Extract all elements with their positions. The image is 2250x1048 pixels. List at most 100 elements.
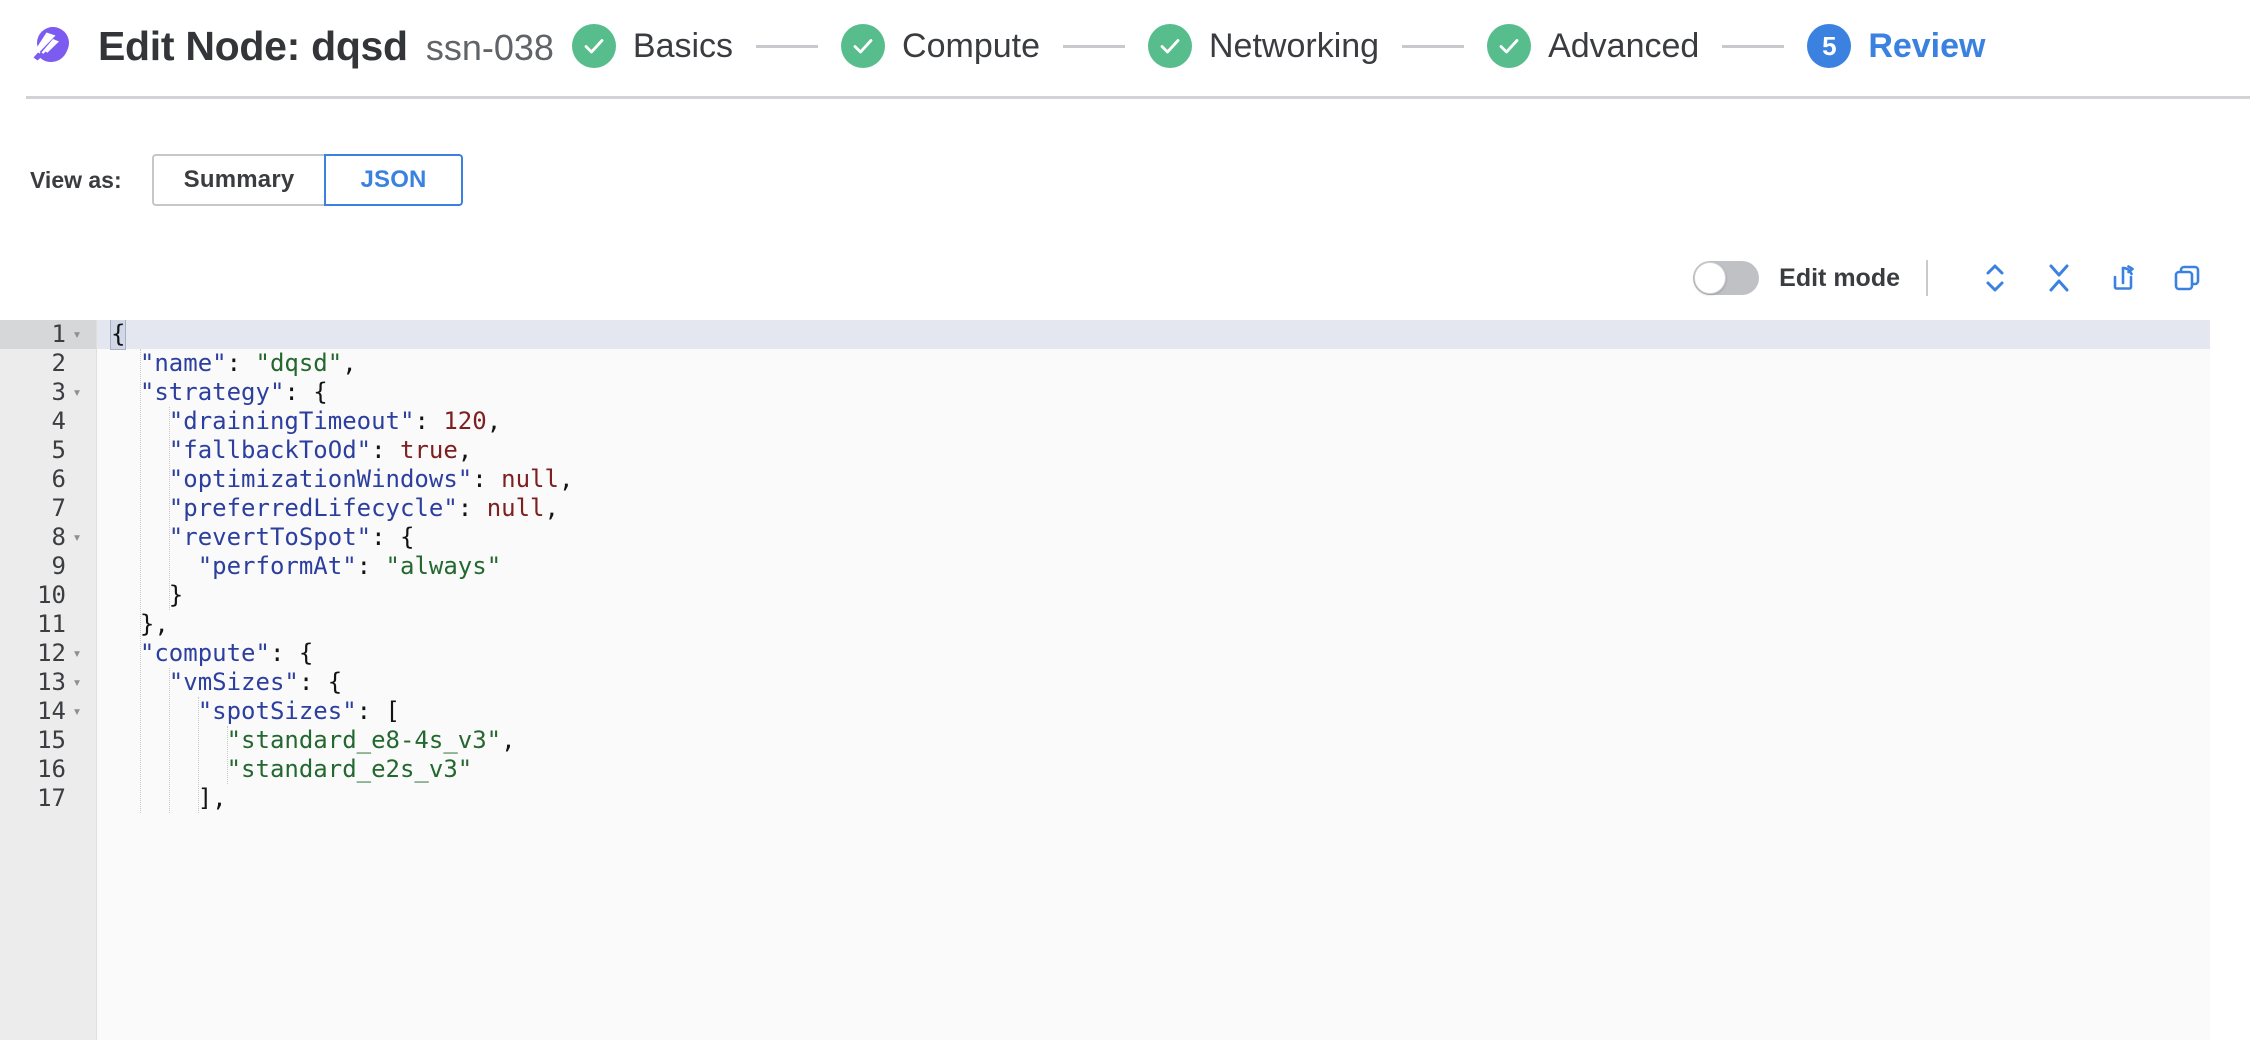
- share-icon: [2107, 262, 2139, 294]
- stepper-step-basics[interactable]: Basics: [571, 24, 734, 68]
- code-token-punc: :: [356, 552, 386, 580]
- editor-code-line[interactable]: "fallbackToOd": true,: [97, 436, 2210, 465]
- editor-code-area[interactable]: { "name": "dqsd", "strategy": { "drainin…: [96, 320, 2210, 1040]
- editor-code-line[interactable]: }: [97, 581, 2210, 610]
- header-divider: [26, 96, 2250, 99]
- line-number-text: 14: [37, 697, 66, 725]
- indent-guide: [168, 407, 170, 610]
- editor-code-line[interactable]: "name": "dqsd",: [97, 349, 2210, 378]
- code-token-punc: }: [111, 581, 184, 609]
- copy-button[interactable]: [2164, 258, 2210, 298]
- fold-toggle-icon[interactable]: ▾: [72, 702, 82, 720]
- editor-line-number: 10: [0, 581, 96, 610]
- fold-toggle-icon[interactable]: ▾: [72, 383, 82, 401]
- editor-code-line[interactable]: "spotSizes": [: [97, 697, 2210, 726]
- stepper-step-label: Basics: [632, 26, 734, 65]
- fold-spacer: [66, 407, 88, 436]
- editor-line-number: 14 ▾: [0, 697, 96, 726]
- collapse-all-icon: [2044, 261, 2074, 295]
- fold-toggle-icon[interactable]: ▾: [72, 528, 82, 546]
- code-token-key: "strategy": [111, 378, 285, 406]
- editor-code-line[interactable]: "optimizationWindows": null,: [97, 465, 2210, 494]
- code-token-key: "optimizationWindows": [111, 465, 473, 493]
- code-token-punc: :: [472, 465, 502, 493]
- fold-spacer: [66, 755, 88, 784]
- active-line-highlight: [97, 320, 2210, 349]
- code-token-str: "standard_e8-4s_v3": [111, 726, 502, 754]
- code-token-punc: :: [371, 436, 400, 464]
- editor-line-number: 9: [0, 552, 96, 581]
- editor-code-line[interactable]: "strategy": {: [97, 378, 2210, 407]
- view-as-summary-button[interactable]: Summary: [151, 154, 325, 206]
- editor-code-line[interactable]: },: [97, 610, 2210, 639]
- fold-spacer: [66, 349, 88, 378]
- view-as-label: View as:: [30, 166, 122, 193]
- edit-mode-toggle[interactable]: [1693, 261, 1760, 295]
- editor-code-line[interactable]: "preferredLifecycle": null,: [97, 494, 2210, 523]
- code-token-key: "revertToSpot": [111, 523, 372, 551]
- json-editor[interactable]: 1▾2 3▾4 5 6 7 8▾9 10 11 12▾13▾14▾15 16 1…: [0, 320, 2210, 1040]
- editor-code-line[interactable]: {: [97, 320, 2210, 350]
- stepper-step-networking[interactable]: Networking: [1148, 24, 1379, 68]
- stepper-connector: [756, 44, 819, 48]
- editor-line-number: 12▾: [0, 639, 96, 668]
- edit-mode-label: Edit mode: [1779, 263, 1900, 292]
- stepper-connector: [1722, 44, 1785, 48]
- fold-toggle-icon[interactable]: ▾: [72, 673, 82, 691]
- line-number-text: 10: [37, 581, 66, 609]
- code-token-punc: :: [414, 407, 444, 435]
- toolbar-divider: [1926, 260, 1928, 296]
- check-icon: [841, 24, 886, 68]
- check-icon: [1487, 24, 1532, 68]
- code-token-punc: : {: [269, 639, 314, 667]
- code-token-key: "name": [111, 349, 227, 377]
- code-token-punc: : {: [284, 378, 328, 406]
- editor-code-line[interactable]: "standard_e8-4s_v3",: [97, 726, 2210, 755]
- code-token-punc: ,: [457, 436, 473, 464]
- view-as-segmented-control[interactable]: Summary JSON: [151, 154, 463, 206]
- stepper-step-compute[interactable]: Compute: [841, 24, 1040, 68]
- fold-spacer: [66, 610, 88, 639]
- editor-code-line[interactable]: "standard_e2s_v3": [97, 755, 2210, 784]
- line-number-text: 7: [51, 494, 66, 522]
- fold-spacer: [66, 581, 88, 610]
- check-icon: [1148, 24, 1192, 68]
- expand-all-icon: [1982, 261, 2008, 295]
- editor-code-line[interactable]: ],: [97, 784, 2210, 813]
- code-token-str: "standard_e2s_v3": [111, 755, 473, 783]
- share-button[interactable]: [2100, 258, 2146, 298]
- spot-logo-icon: [26, 22, 74, 70]
- line-number-text: 11: [37, 610, 66, 638]
- editor-line-number: 1▾: [0, 320, 96, 349]
- line-number-text: 17: [37, 784, 66, 812]
- code-token-key: "spotSizes": [111, 697, 357, 725]
- editor-gutter[interactable]: 1▾2 3▾4 5 6 7 8▾9 10 11 12▾13▾14▾15 16 1…: [0, 320, 96, 1040]
- line-number-text: 6: [51, 465, 66, 493]
- editor-code-line[interactable]: "compute": {: [97, 639, 2210, 668]
- editor-code-line[interactable]: "drainingTimeout": 120,: [97, 407, 2210, 436]
- stepper-step-label: Advanced: [1548, 26, 1700, 65]
- code-token-key: "vmSizes": [111, 668, 299, 696]
- expand-all-button[interactable]: [1972, 258, 2018, 298]
- fold-toggle-icon[interactable]: ▾: [72, 644, 82, 662]
- editor-line-number: 4: [0, 407, 96, 436]
- indent-guide: [168, 668, 170, 813]
- view-as-json-button[interactable]: JSON: [324, 154, 463, 206]
- editor-code-line[interactable]: "vmSizes": {: [97, 668, 2210, 697]
- line-number-text: 8: [51, 523, 66, 551]
- code-token-key: "drainingTimeout": [111, 407, 415, 435]
- stepper-connector: [1063, 44, 1125, 48]
- stepper-step-label: Compute: [902, 26, 1040, 65]
- indent-guide: [139, 349, 141, 813]
- stepper-step-advanced[interactable]: Advanced: [1487, 24, 1699, 68]
- code-token-punc: ,: [558, 465, 574, 493]
- gutter-active-line-highlight: [0, 320, 96, 349]
- collapse-all-button[interactable]: [2036, 258, 2082, 298]
- check-icon: [571, 24, 616, 68]
- editor-code-line[interactable]: "revertToSpot": {: [97, 523, 2210, 552]
- fold-toggle-icon[interactable]: ▾: [72, 325, 82, 343]
- fold-spacer: [66, 552, 88, 581]
- editor-code-line[interactable]: "performAt": "always": [97, 552, 2210, 581]
